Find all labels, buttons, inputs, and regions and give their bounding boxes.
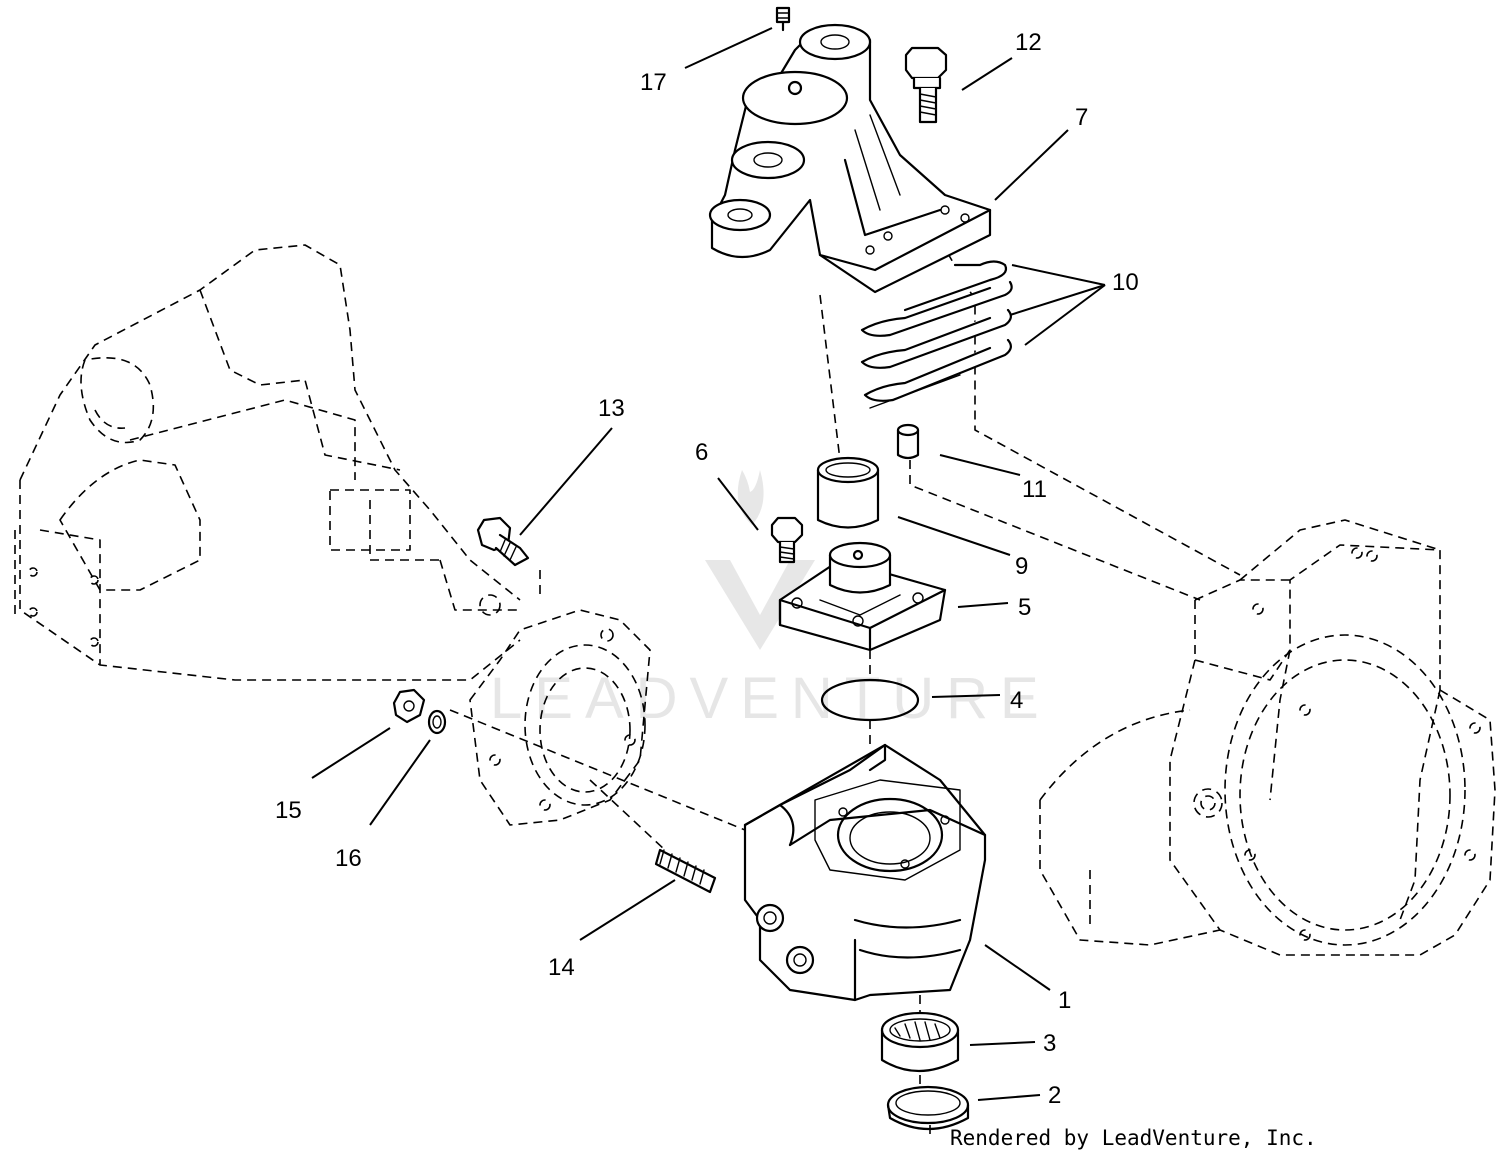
part-1-steering-housing [743,743,987,1002]
part-9-bushing [816,456,880,529]
part-17-grease-fitting [775,6,791,32]
callout-12: 12 [1015,29,1042,56]
part-12-bolt [904,46,948,124]
callout-5: 5 [1018,594,1031,621]
callout-15: 15 [275,797,302,824]
part-6-bolt [770,516,804,564]
left-axle-housing [14,244,651,826]
part-4-o-ring [820,678,920,722]
callout-labels: 17 12 7 10 13 6 11 9 5 4 15 16 14 1 3 2 [275,29,1139,1109]
part-7-steering-arm [708,23,992,294]
part-5-flange-plate [778,541,947,652]
leadventure-watermark: LEADVENTURE [490,470,1051,731]
callout-3: 3 [1043,1030,1056,1057]
part-14-stud [654,848,717,894]
callout-10: 10 [1112,269,1139,296]
callout-17: 17 [640,69,667,96]
callout-2: 2 [1048,1082,1061,1109]
right-motor-housing [1039,519,1496,956]
part-15-nut [392,688,426,724]
part-11-dowel [896,423,920,460]
callout-1: 1 [1058,987,1071,1014]
part-16-washer [427,709,447,735]
part-3-bearing [880,1011,960,1073]
leader-lines [311,27,1106,1101]
callout-14: 14 [548,954,575,981]
callout-6: 6 [695,439,708,466]
callout-13: 13 [598,395,625,422]
part-10-shims [860,260,1013,409]
callout-11: 11 [1022,476,1047,503]
watermark-text: LEADVENTURE [490,666,1051,731]
credit-text: Rendered by LeadVenture, Inc. [950,1126,1317,1150]
callout-4: 4 [1010,687,1023,714]
callout-9: 9 [1015,553,1028,580]
callout-16: 16 [335,845,362,872]
part-13-bolt [476,516,530,567]
callout-7: 7 [1075,104,1088,131]
part-2-ring [886,1085,970,1131]
